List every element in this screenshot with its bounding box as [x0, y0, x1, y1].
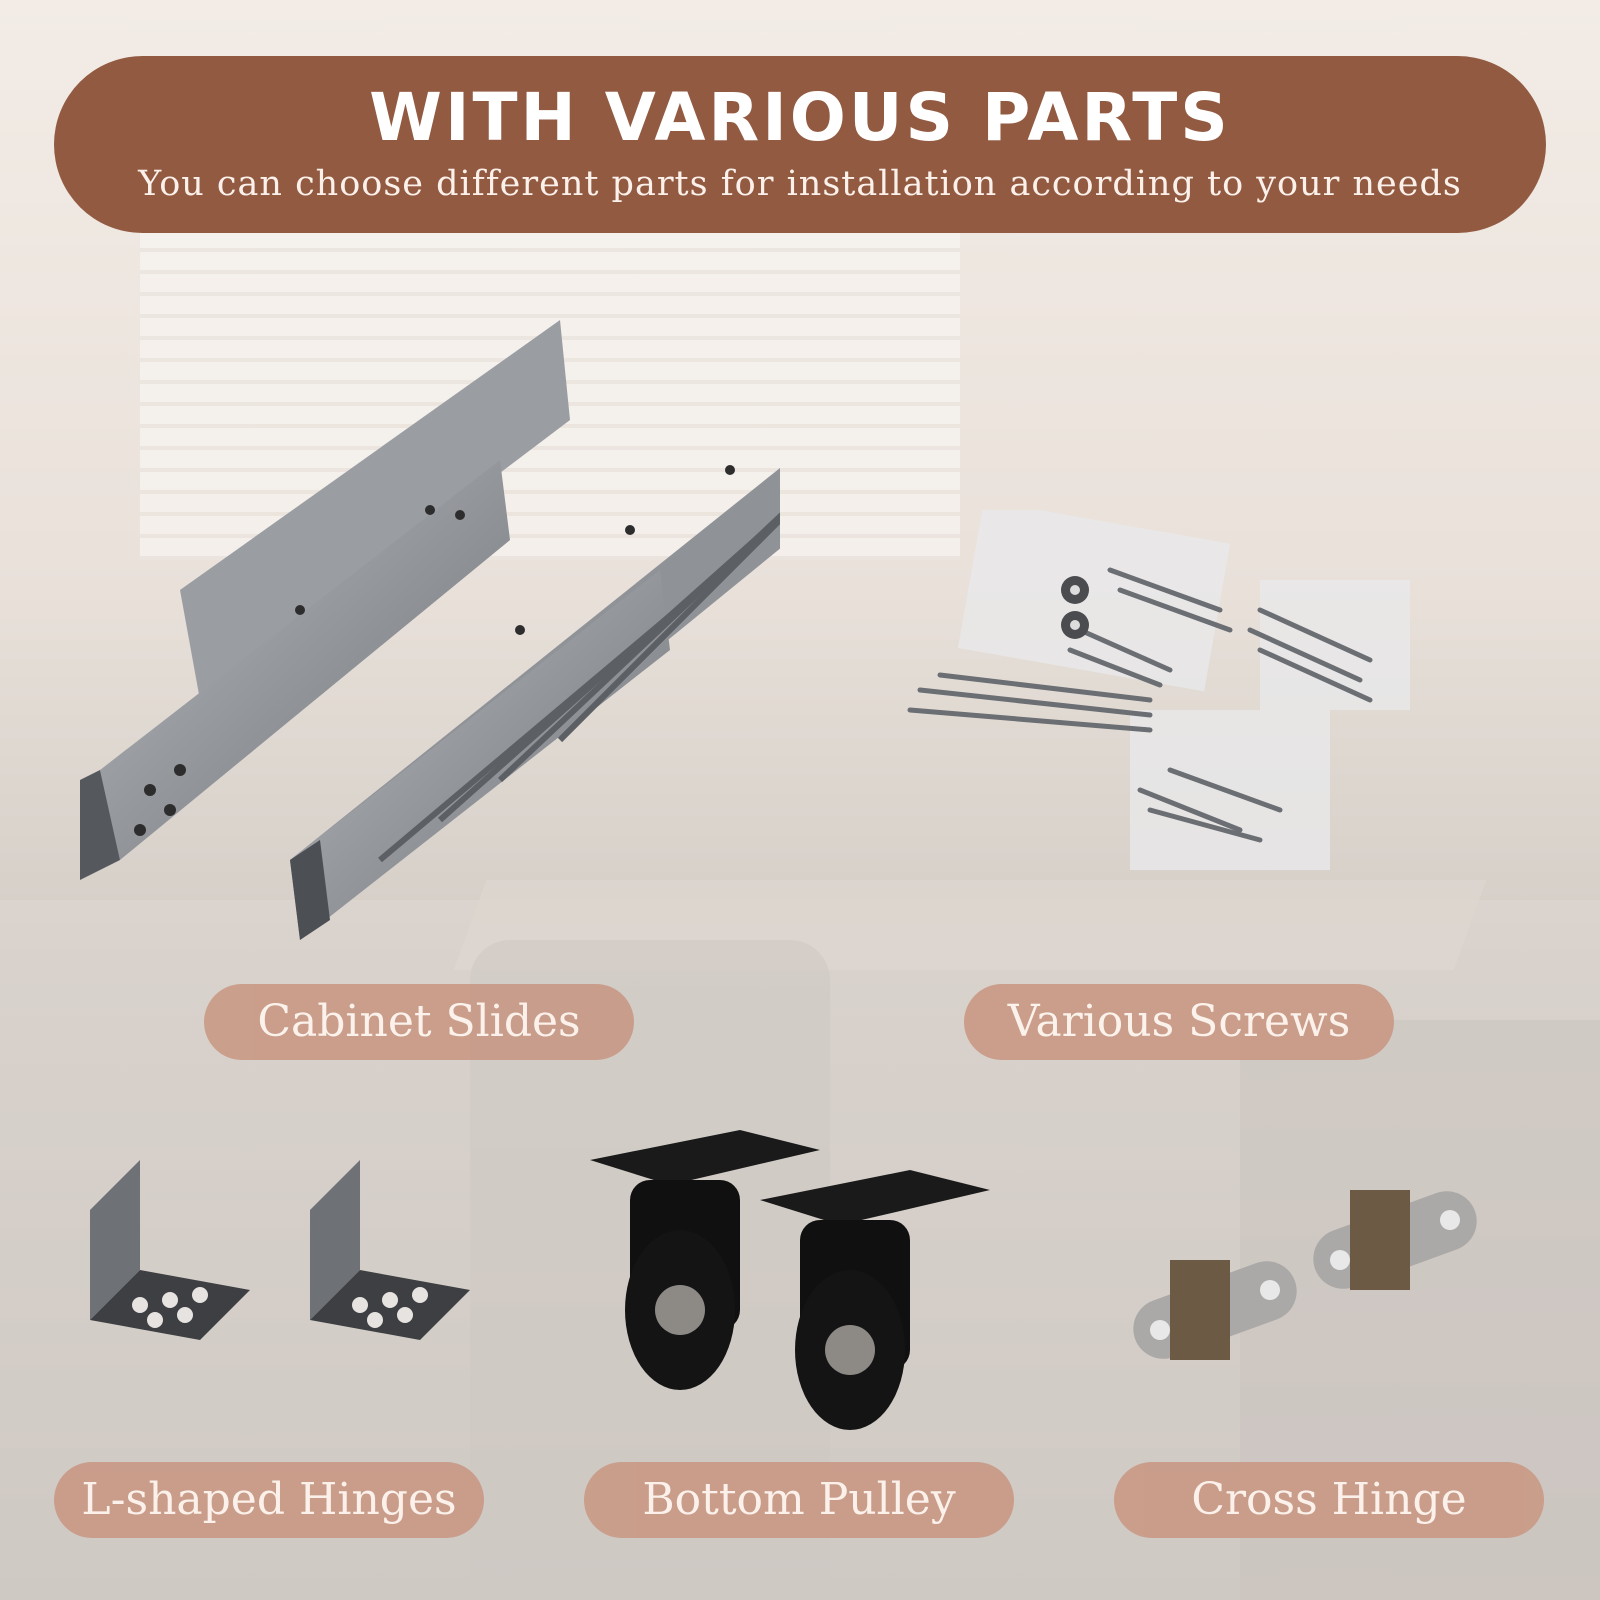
label-cross-hinge: Cross Hinge	[1114, 1462, 1544, 1538]
page-subtitle: You can choose different parts for insta…	[138, 164, 1462, 204]
label-various-screws: Various Screws	[964, 984, 1394, 1060]
l-hinge-icon	[90, 1160, 470, 1340]
page-title: WITH VARIOUS PARTS	[369, 79, 1231, 156]
label-bottom-pulley: Bottom Pulley	[584, 1462, 1014, 1538]
cross-hinge-icon	[1133, 1190, 1477, 1360]
label-l-shaped-hinges: L-shaped Hinges	[54, 1462, 484, 1538]
header-banner: WITH VARIOUS PARTS You can choose differ…	[54, 56, 1546, 233]
cabinet-slides-icon	[80, 320, 780, 940]
screws-icon	[907, 510, 1410, 870]
label-cabinet-slides: Cabinet Slides	[204, 984, 634, 1060]
caster-wheel-icon	[590, 1130, 990, 1430]
